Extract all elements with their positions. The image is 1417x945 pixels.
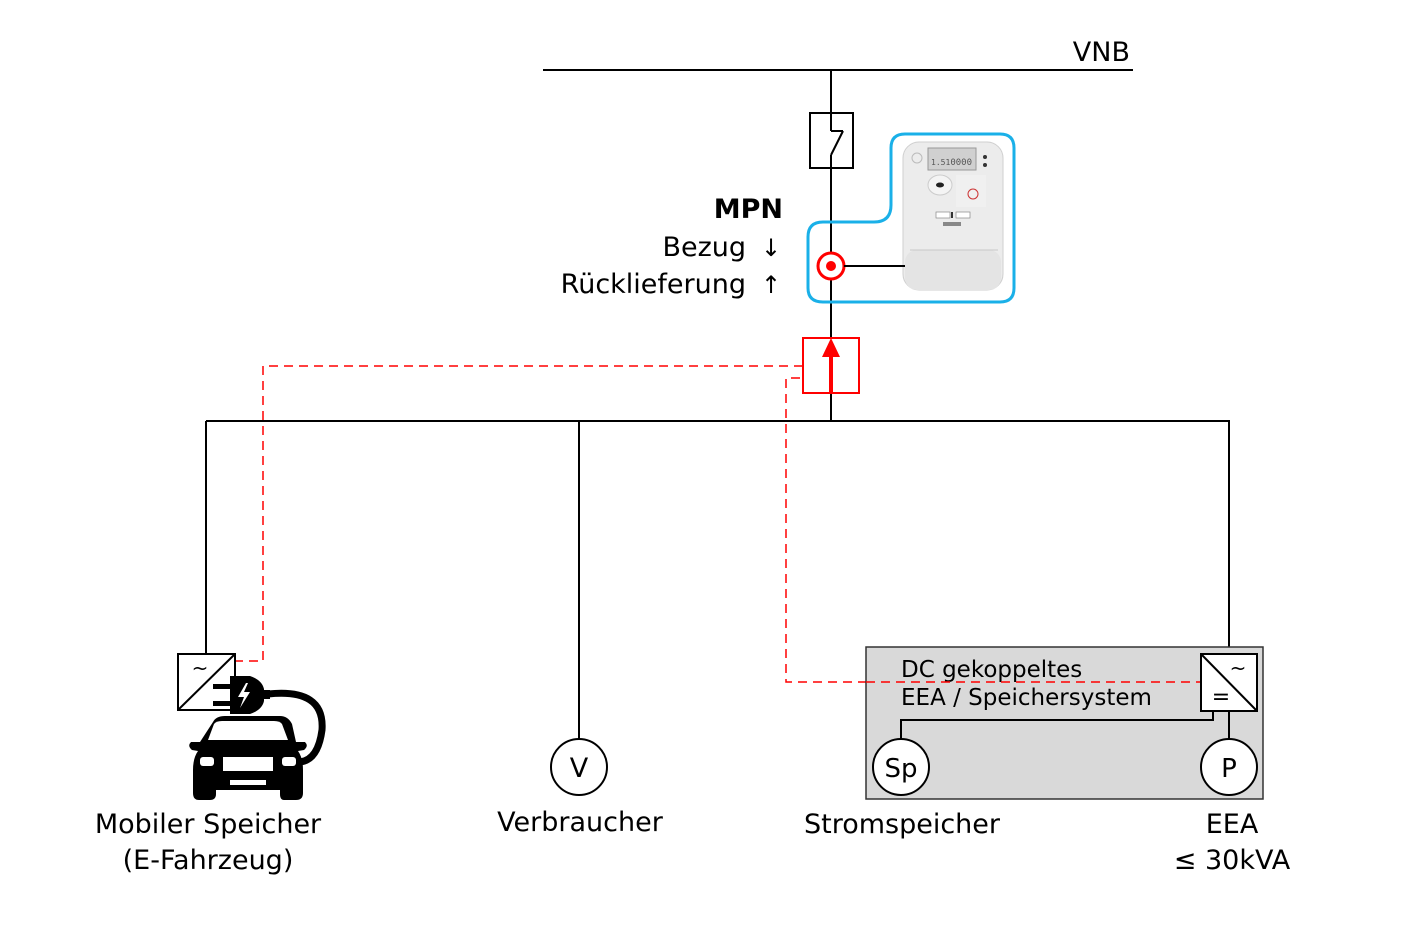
import-label: Bezug bbox=[662, 232, 746, 263]
smart-meter-device: 1.51 0000 bbox=[902, 141, 1004, 291]
import-arrow-icon: ↓ bbox=[761, 234, 781, 262]
main-switch bbox=[809, 112, 854, 169]
meter-display-left: 1.51 bbox=[931, 158, 950, 167]
generator-symbol: P bbox=[1200, 738, 1258, 796]
svg-text:=: = bbox=[1212, 685, 1230, 710]
export-arrow-icon: ↑ bbox=[761, 271, 781, 299]
grid-label: VNB bbox=[1073, 37, 1130, 68]
svg-text:V: V bbox=[570, 753, 589, 784]
mobile-storage-label-line1: Mobiler Speicher bbox=[95, 809, 322, 840]
export-label: Rücklieferung bbox=[561, 269, 746, 300]
measurement-point-icon bbox=[816, 251, 846, 281]
dc-system-label-line1: DC gekoppeltes bbox=[901, 657, 1082, 683]
svg-text:~: ~ bbox=[192, 656, 209, 680]
meter-boundary bbox=[806, 132, 1016, 304]
storage-symbol: Sp bbox=[872, 738, 930, 796]
storage-label: Stromspeicher bbox=[804, 809, 1001, 840]
inverter-dc-ac-icon: ~ = bbox=[1200, 653, 1258, 712]
mpn-title: MPN bbox=[714, 194, 783, 225]
ev-plug-icon bbox=[213, 676, 326, 766]
dc-link-storage bbox=[900, 711, 1214, 740]
consumer-symbol: V bbox=[550, 738, 608, 796]
inverter-mobile-icon: ~ bbox=[177, 653, 236, 711]
control-line-dc-system bbox=[785, 377, 1200, 683]
power-flow-sensor bbox=[802, 337, 860, 394]
consumer-label: Verbraucher bbox=[497, 807, 664, 838]
dc-system-label-line2: EEA / Speichersystem bbox=[901, 685, 1152, 711]
generation-label-line2: ≤ 30kVA bbox=[1174, 845, 1291, 876]
svg-text:P: P bbox=[1221, 754, 1237, 784]
up-arrow-icon bbox=[822, 338, 840, 357]
mobile-storage-label-line2: (E-Fahrzeug) bbox=[123, 845, 294, 876]
svg-text:~: ~ bbox=[1230, 656, 1247, 680]
meter-display bbox=[927, 147, 977, 171]
meter-display-right: 0000 bbox=[950, 158, 972, 168]
dc-coupled-system-box: DC gekoppeltes EEA / Speichersystem bbox=[865, 646, 1264, 800]
control-line-mobile-storage bbox=[236, 365, 803, 662]
svg-text:Sp: Sp bbox=[884, 754, 917, 784]
electric-car-icon bbox=[189, 716, 307, 800]
generation-label-line1: EEA bbox=[1206, 809, 1259, 840]
